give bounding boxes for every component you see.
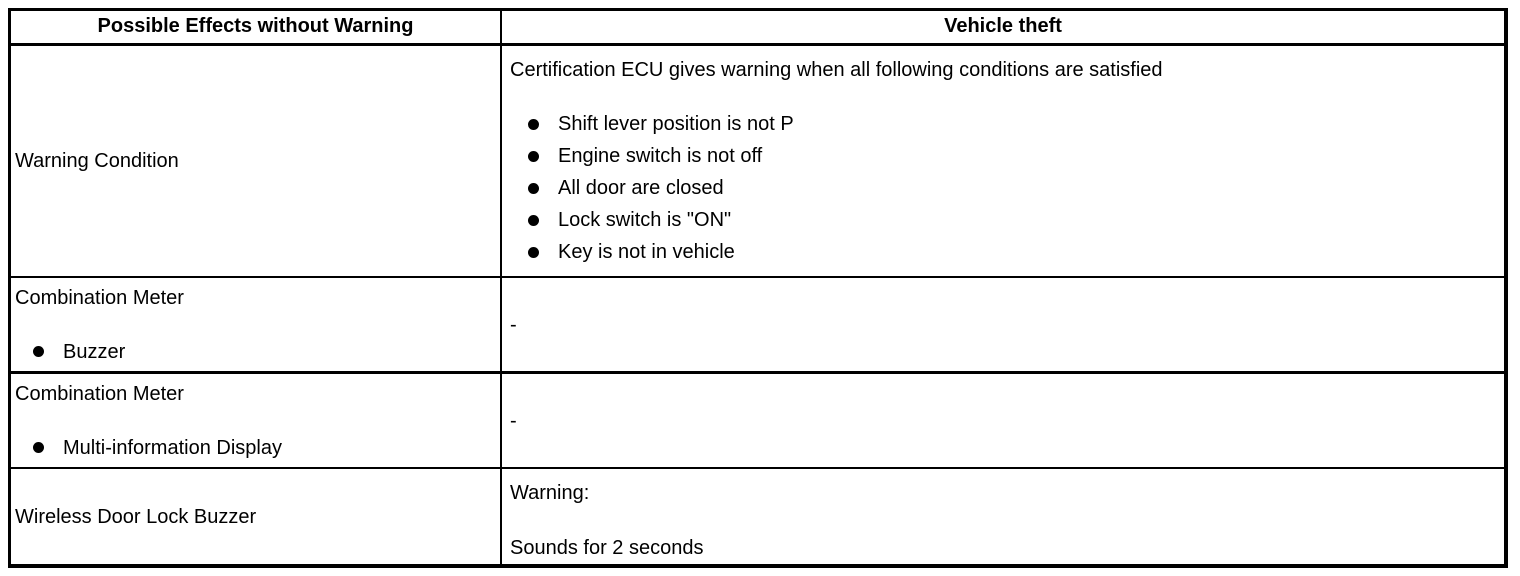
bullet-icon xyxy=(528,214,539,226)
sub-item-text: Buzzer xyxy=(63,340,126,363)
combination-meter-buzzer-label-cell: Combination Meter Buzzer xyxy=(11,278,502,374)
bullet-icon xyxy=(33,442,44,453)
condition-text: Key is not in vehicle xyxy=(558,241,735,263)
condition-text: Engine switch is not off xyxy=(558,145,763,167)
combination-meter-display-value-cell: - xyxy=(502,374,1504,469)
header-possible-effects: Possible Effects without Warning xyxy=(11,11,502,46)
bullet-icon xyxy=(528,118,539,130)
warning-condition-value-cell: Certification ECU gives warning when all… xyxy=(502,46,1504,278)
warning-detail: Sounds for 2 seconds xyxy=(510,537,704,559)
warning-condition-list: Shift lever position is not P Engine swi… xyxy=(510,108,1494,268)
header-vehicle-theft: Vehicle theft xyxy=(502,11,1504,46)
warning-condition-label: Warning Condition xyxy=(15,150,179,172)
condition-item: Engine switch is not off xyxy=(510,140,1494,172)
warning-effects-table: Possible Effects without Warning Vehicle… xyxy=(8,8,1508,568)
combination-meter-label: Combination Meter xyxy=(15,382,184,405)
condition-text: Shift lever position is not P xyxy=(558,113,794,135)
wireless-door-lock-buzzer-value-cell: Warning: Sounds for 2 seconds xyxy=(502,469,1504,564)
bullet-icon xyxy=(528,246,539,258)
condition-item: Lock switch is "ON" xyxy=(510,204,1494,236)
condition-item: Shift lever position is not P xyxy=(510,108,1494,140)
wireless-door-lock-buzzer-label: Wireless Door Lock Buzzer xyxy=(15,505,257,528)
warning-condition-intro: Certification ECU gives warning when all… xyxy=(510,59,1163,81)
warning-condition-label-cell: Warning Condition xyxy=(11,46,502,278)
bullet-icon xyxy=(33,346,44,357)
condition-text: Lock switch is "ON" xyxy=(558,209,732,231)
bullet-icon xyxy=(528,182,539,194)
warning-heading: Warning: xyxy=(510,482,590,504)
bullet-icon xyxy=(528,150,539,162)
cell-value: - xyxy=(510,409,517,432)
combination-meter-sub-item: Multi-information Display xyxy=(15,432,494,464)
condition-item: Key is not in vehicle xyxy=(510,236,1494,268)
combination-meter-label: Combination Meter xyxy=(15,286,184,309)
combination-meter-display-label-cell: Combination Meter Multi-information Disp… xyxy=(11,374,502,469)
condition-text: All door are closed xyxy=(558,177,724,199)
combination-meter-buzzer-value-cell: - xyxy=(502,278,1504,374)
condition-item: All door are closed xyxy=(510,172,1494,204)
combination-meter-sub-item: Buzzer xyxy=(15,336,494,368)
wireless-door-lock-buzzer-label-cell: Wireless Door Lock Buzzer xyxy=(11,469,502,564)
cell-value: - xyxy=(510,313,517,336)
sub-item-text: Multi-information Display xyxy=(63,436,282,459)
